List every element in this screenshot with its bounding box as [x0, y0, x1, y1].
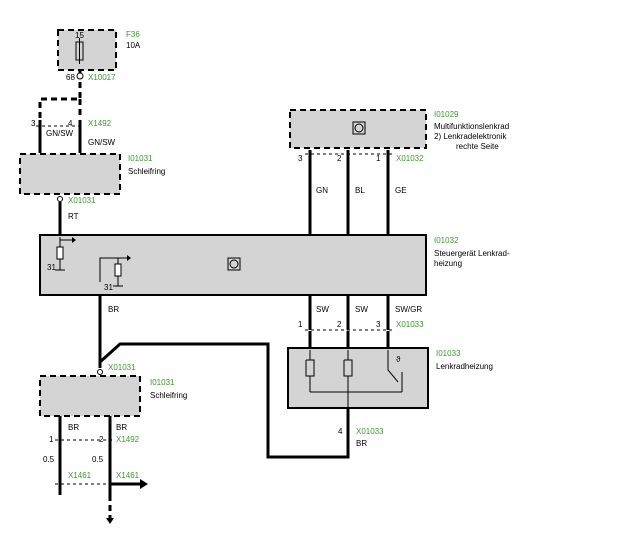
- mfl-name-3: rechte Seite: [456, 142, 499, 151]
- thermostat-symbol: ϑ: [396, 355, 401, 364]
- wire-label-left: GN/SW: [46, 129, 74, 138]
- mfl-pin3: 3: [298, 154, 303, 163]
- connector-pin-68: [76, 72, 84, 80]
- slip-ring-bottom-connector: X01031: [108, 363, 136, 372]
- steering-wheel-icon: [352, 121, 366, 135]
- cross-left: 0.5: [43, 455, 55, 464]
- mfl-id: I01029: [434, 110, 459, 119]
- mfl-name-1: Multifunktionslenkrad: [434, 122, 509, 131]
- wire-br-return: [98, 342, 350, 459]
- control-unit-wheel-ring: [229, 259, 239, 269]
- x1492-bottom-connector: X1492: [116, 435, 140, 444]
- wire-ge-label: GE: [395, 186, 407, 195]
- thermostat-switch: [387, 350, 403, 392]
- dashed-link-top: [38, 82, 82, 118]
- slip-ring-bottom-pin: [97, 369, 103, 375]
- mfl-connector: X01032: [396, 154, 424, 163]
- cu-out-pin1: 1: [298, 320, 303, 329]
- slip-ring-bottom-box: [39, 375, 141, 417]
- cu-arrow-head: [72, 237, 76, 243]
- slip-ring-top-pin: [57, 196, 63, 202]
- wire-sw-1-label: SW: [316, 305, 329, 314]
- x1492-pin-left: 3: [31, 119, 36, 128]
- wire-br-label: BR: [108, 305, 119, 314]
- wire-label-right: GN/SW: [88, 138, 116, 147]
- heater-wire-label: BR: [356, 439, 367, 448]
- cu-resistor-mid: [114, 263, 122, 277]
- steering-wheel-icon-ring: [354, 123, 364, 133]
- control-unit-name-2: heizung: [434, 259, 462, 268]
- cross-right: 0.5: [92, 455, 104, 464]
- wire-bl-label: BL: [355, 186, 365, 195]
- mfl-name-2: 2) Lenkradelektronik: [434, 132, 507, 141]
- cu-out-pin2: 2: [337, 320, 342, 329]
- slip-ring-top-connector: X01031: [68, 196, 96, 205]
- cu-ground-mid-label: 31: [104, 283, 113, 292]
- fuse-id: F36: [126, 30, 140, 39]
- fuse-f36-box: [57, 29, 117, 71]
- slip-ring-top-name: Schleifring: [128, 167, 165, 176]
- mfl-pin1: 1: [376, 154, 381, 163]
- wire-rt-label: RT: [68, 212, 79, 221]
- wire-sw-gr-label: SW/GR: [395, 305, 422, 314]
- slip-ring-bottom-name: Schleifring: [150, 391, 187, 400]
- wire-br-left-label: BR: [68, 423, 79, 432]
- x1461-right: X1461: [116, 471, 140, 480]
- arrow-down-icon: [106, 518, 114, 524]
- fuse-pin-bottom: 68: [66, 73, 75, 82]
- heater-pin4: 4: [338, 427, 343, 436]
- cu-out-connector: X01033: [396, 320, 424, 329]
- fuse-pin-top: 15: [75, 31, 84, 40]
- arrow-right-icon: [140, 479, 148, 489]
- cu-internal-mid: [99, 257, 118, 282]
- cu-resistor-left: [56, 246, 64, 260]
- control-unit-box: [39, 234, 427, 296]
- slip-ring-top-box: [19, 153, 121, 195]
- x1492-bottom-pin-right: 2: [99, 435, 104, 444]
- control-unit-name-1: Steuergerät Lenkrad-: [434, 249, 510, 258]
- heating-element-1: [305, 350, 315, 392]
- heater-id: I01033: [436, 349, 461, 358]
- control-unit-wheel-icon: [227, 257, 241, 271]
- fuse-connector: X10017: [88, 73, 116, 82]
- cu-mid-arrow-head: [127, 255, 131, 261]
- cu-out-pin3: 3: [376, 320, 381, 329]
- heater-box: [287, 347, 429, 409]
- mfl-pin2: 2: [337, 154, 342, 163]
- wire-sw-2-label: SW: [355, 305, 368, 314]
- slip-ring-top-id: I01031: [128, 154, 153, 163]
- cu-ground-left-label: 31: [47, 263, 56, 272]
- heater-connector: X01033: [356, 427, 384, 436]
- heating-element-2: [343, 350, 353, 392]
- wire-gn-label: GN: [316, 186, 328, 195]
- wire-br-right-label: BR: [116, 423, 127, 432]
- mfl-box: [289, 109, 427, 149]
- x1492-connector: X1492: [88, 119, 112, 128]
- heater-name: Lenkradheizung: [436, 362, 493, 371]
- x1492-pin-right: 4: [68, 119, 73, 128]
- x1461-left: X1461: [68, 471, 92, 480]
- control-unit-id: I01032: [434, 236, 459, 245]
- fuse-rating: 10A: [126, 41, 141, 50]
- slip-ring-bottom-id: I01031: [150, 378, 175, 387]
- x1492-bottom-pin-left: 1: [49, 435, 54, 444]
